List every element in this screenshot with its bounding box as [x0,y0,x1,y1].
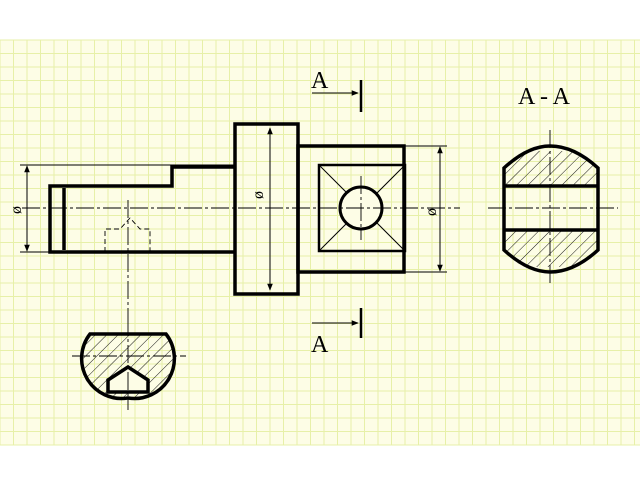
section-letter-bottom: A [311,332,329,358]
removed-section-outline [79,332,177,401]
hidden-drill [104,217,151,252]
section-plane-marks: A A [311,68,363,358]
diameter-symbol-middle: ø [250,191,267,199]
section-letter-top: A [311,68,329,94]
section-outline [502,144,600,274]
removed-section [72,318,186,410]
section-title: A - A [518,84,571,110]
section-hatch-bottom [504,230,598,267]
main-view: ø ø ø [8,122,460,318]
diameter-symbol-right: ø [423,208,440,216]
section-hatch-top [504,151,598,186]
section-a-a: A - A [488,84,618,284]
shaft-outline [48,165,235,254]
diameter-symbol-left: ø [8,206,25,214]
